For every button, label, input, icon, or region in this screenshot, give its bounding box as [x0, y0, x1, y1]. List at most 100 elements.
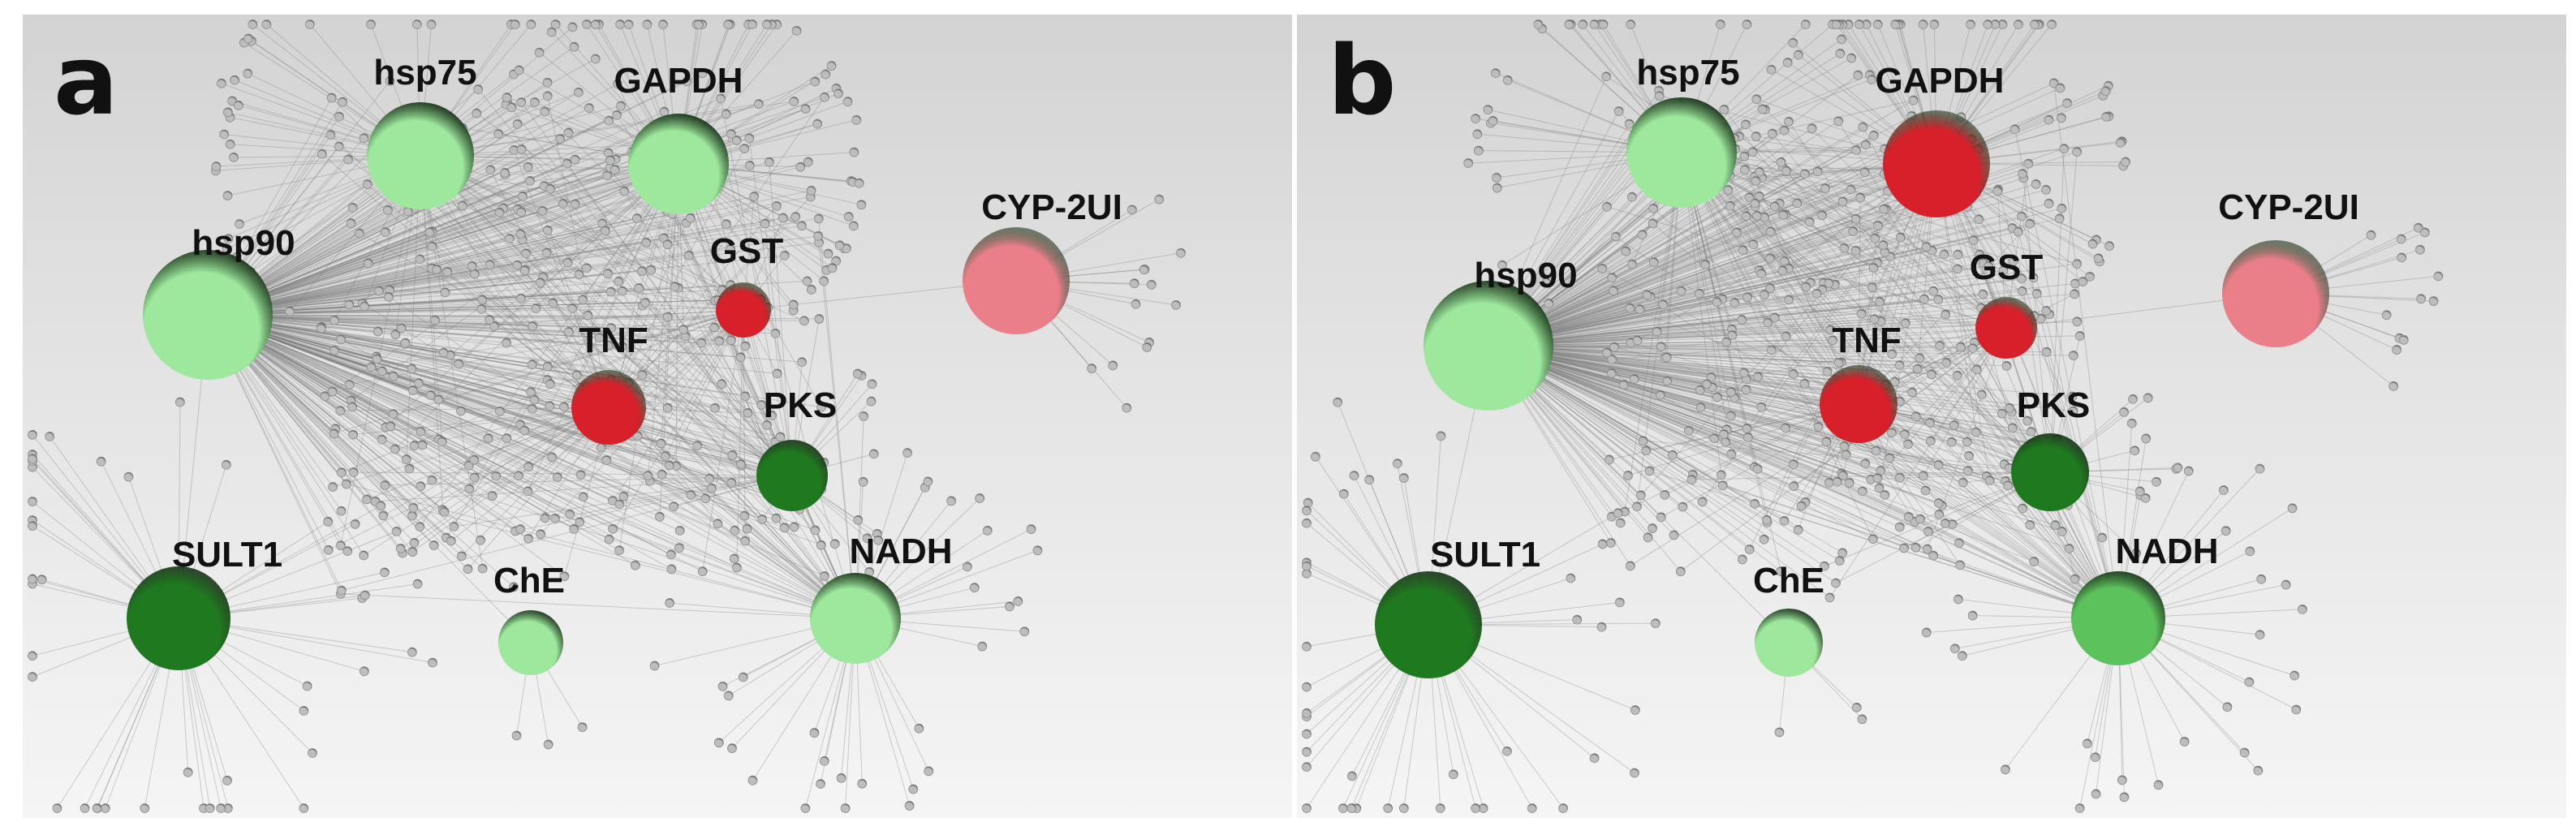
edge [340, 338, 856, 619]
gene-node [731, 136, 742, 145]
gene-node [28, 574, 37, 584]
gene-node [2398, 334, 2409, 345]
edge [1630, 327, 2007, 566]
gene-node [1974, 214, 1984, 225]
gene-node [1005, 601, 1014, 612]
gene-node [222, 107, 233, 118]
edge [1681, 152, 2028, 422]
gene-node [740, 536, 751, 546]
gene-node [409, 537, 420, 548]
gene-node [1564, 19, 1574, 29]
edge [1764, 109, 2007, 329]
edge [553, 303, 856, 619]
gene-node [1821, 437, 1832, 447]
gene-node [235, 219, 244, 229]
gene-node [1828, 335, 1838, 346]
gene-node [541, 247, 552, 258]
edge [207, 314, 732, 341]
gene-node [1694, 288, 1704, 299]
gene-node [537, 205, 548, 216]
edge [1488, 345, 1885, 496]
gene-node [730, 525, 740, 536]
gene-node [641, 237, 652, 247]
gene-node [523, 462, 534, 471]
gene-node [1364, 475, 1375, 485]
gene-node [1962, 437, 1972, 447]
hub-node-sult1 [127, 566, 230, 670]
edge [1606, 206, 2007, 329]
hub-node-gst [716, 282, 771, 338]
edge [818, 242, 856, 619]
gene-node [744, 160, 755, 170]
gene-node [1900, 318, 1910, 328]
gene-node [1955, 560, 1966, 570]
gene-node [2366, 230, 2376, 240]
edge [1681, 152, 2022, 292]
edge [1488, 345, 2030, 451]
gene-node [1825, 325, 1836, 335]
gene-node [1629, 374, 1639, 384]
edge [1488, 313, 2050, 346]
gene-node [1302, 682, 1312, 692]
gene-node [374, 286, 384, 296]
gene-node [1742, 19, 1752, 29]
edge [207, 131, 569, 316]
gene-node [1669, 530, 1679, 540]
gene-node [1635, 304, 1645, 314]
gene-node [350, 519, 360, 529]
gene-node [2140, 493, 2151, 503]
gene-node [1824, 278, 1834, 288]
gene-node [813, 213, 824, 224]
gene-node [1928, 286, 1939, 296]
gene-node [96, 456, 106, 467]
gene-node [816, 540, 826, 550]
gene-node [1923, 527, 1933, 536]
gene-node [706, 483, 717, 493]
edge [386, 163, 679, 428]
gene-node [1648, 203, 1659, 213]
gene-node [536, 529, 546, 540]
gene-node [1606, 368, 1617, 378]
gene-node [606, 323, 616, 333]
gene-node [2131, 548, 2142, 558]
edge [207, 314, 772, 460]
gene-node [2082, 738, 2092, 749]
gene-node [1601, 71, 1612, 82]
gene-node [578, 295, 588, 305]
gene-node [726, 335, 736, 346]
gene-node [1793, 49, 1803, 60]
gene-node [1895, 232, 1906, 243]
edge [207, 314, 778, 374]
gene-node [52, 803, 62, 813]
gene-node [762, 19, 772, 29]
edge [207, 314, 746, 397]
gene-node [527, 359, 537, 370]
gene-node [1835, 48, 1846, 58]
edge [207, 166, 610, 316]
gene-node [219, 129, 230, 140]
gene-node [1723, 185, 1734, 195]
gene-node [1971, 364, 1982, 375]
hub-nodes [127, 102, 1070, 675]
gene-node [578, 492, 588, 502]
gene-node [1578, 19, 1588, 29]
edge [671, 213, 856, 619]
gene-node [1769, 312, 1780, 323]
gene-node [1873, 221, 1883, 230]
edge [207, 190, 812, 316]
gene-node [390, 329, 401, 340]
gene-node [559, 571, 570, 582]
gene-node [739, 144, 750, 153]
gene-node [851, 114, 862, 125]
gene-node [1800, 19, 1811, 29]
gene-node [1739, 368, 1749, 378]
edge [1714, 437, 2119, 619]
gene-node [2025, 519, 2035, 530]
gene-node [1997, 408, 2007, 419]
gene-node [1598, 19, 1609, 29]
gene-node [1650, 618, 1661, 629]
edge [1746, 163, 1937, 429]
gene-node [2093, 253, 2104, 264]
gene-node [657, 469, 667, 480]
gene-node [359, 133, 369, 144]
